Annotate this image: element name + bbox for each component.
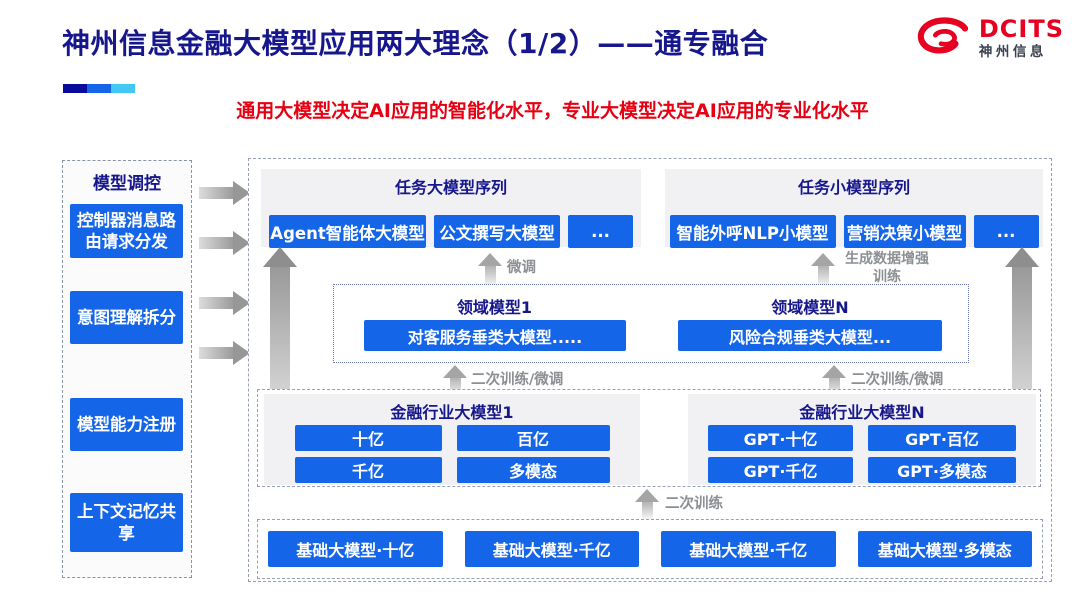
label-fine-tune: 微调 [507, 260, 536, 276]
accent-segment-dark [63, 84, 87, 93]
right-arrow-icon [199, 341, 251, 365]
model-box-agent: Agent智能体大模型 [269, 215, 426, 248]
up-arrow-icon [478, 253, 502, 286]
accent-segment-blue [87, 84, 111, 93]
model-box-marketing: 营销决策小模型 [843, 215, 966, 248]
model-box-ellipsis: ... [973, 215, 1039, 248]
label-retrain-finetune-left: 二次训练/微调 [471, 372, 564, 388]
slide-subtitle: 通用大模型决定AI应用的智能化水平，专业大模型决定AI应用的专业化水平 [236, 100, 869, 122]
logo-brand-cn: 神州信息 [978, 43, 1047, 60]
right-arrow-icon [199, 291, 251, 315]
model-box-100b: 千亿 [294, 457, 442, 483]
logo-text: DCITS 神州信息 [978, 15, 1064, 60]
industry-model-n-title: 金融行业大模型N [799, 403, 925, 422]
model-box-doc-writing: 公文撰写大模型 [434, 215, 560, 248]
dcits-logo: DCITS 神州信息 [914, 16, 1064, 60]
sidebar-item-intent-split: 意图理解拆分 [70, 291, 183, 344]
model-box-gpt-100b: GPT·千亿 [708, 457, 853, 483]
sidebar-item-controller-routing: 控制器消息路由请求分发 [70, 204, 183, 258]
task-small-title: 任务小模型序列 [797, 178, 910, 197]
domain-models-container: 领域模型1 对客服务垂类大模型..... 领域模型N 风险合规垂类大模型... [333, 284, 969, 363]
right-arrow-icon [199, 181, 251, 205]
dcits-swirl-icon [917, 17, 968, 54]
task-large-title: 任务大模型序列 [394, 178, 507, 197]
industry-model-1-panel: 金融行业大模型1 十亿 百亿 千亿 多模态 [264, 394, 640, 485]
accent-bar [63, 84, 135, 93]
sidebar-title: 模型调控 [93, 174, 161, 194]
up-arrow-icon [635, 489, 659, 519]
model-box-foundation-multimodal: 基础大模型·多模态 [857, 531, 1032, 567]
task-small-model-panel: 任务小模型序列 智能外呼NLP小模型 营销决策小模型 ... [665, 169, 1043, 248]
model-box-gpt-10b: GPT·百亿 [868, 425, 1016, 451]
model-box-foundation-100b-2: 基础大模型·千亿 [661, 531, 836, 567]
domain-model-1-title: 领域模型1 [456, 298, 533, 317]
label-retrain-bottom: 二次训练 [665, 496, 723, 512]
domain-model-n-title: 领域模型N [771, 298, 849, 317]
up-arrow-icon [443, 365, 467, 396]
accent-segment-cyan [111, 84, 135, 93]
model-box-foundation-1b: 基础大模型·十亿 [268, 531, 443, 567]
foundation-models-container: 基础大模型·十亿 基础大模型·千亿 基础大模型·千亿 基础大模型·多模态 [257, 519, 1043, 579]
sidebar-model-control: 模型调控 控制器消息路由请求分发 意图理解拆分 模型能力注册 上下文记忆共享 [62, 160, 192, 578]
sidebar-item-capability-register: 模型能力注册 [70, 398, 183, 451]
right-arrow-icon [199, 231, 251, 255]
sidebar-item-context-sharing: 上下文记忆共享 [70, 493, 183, 552]
industry-model-n-grid: GPT·十亿 GPT·百亿 GPT·千亿 GPT·多模态 [688, 425, 1036, 483]
model-architecture-diagram: 任务大模型序列 Agent智能体大模型 公文撰写大模型 ... 任务小模型序列 … [248, 158, 1052, 582]
label-data-augment-training: 生成数据增强训练 [845, 251, 929, 285]
model-box-outbound-nlp: 智能外呼NLP小模型 [669, 215, 836, 248]
task-small-row: 智能外呼NLP小模型 营销决策小模型 ... [665, 215, 1043, 248]
page-title: 神州信息金融大模型应用两大理念（1/2）——通专融合 [62, 27, 769, 60]
industry-models-container: 金融行业大模型1 十亿 百亿 千亿 多模态 金融行业大模型N GPT·十亿 GP… [257, 389, 1041, 487]
model-box-gpt-1b: GPT·十亿 [708, 425, 853, 451]
task-large-model-panel: 任务大模型序列 Agent智能体大模型 公文撰写大模型 ... [261, 169, 641, 248]
model-box-customer-service: 对客服务垂类大模型..... [364, 320, 626, 351]
model-box-ellipsis: ... [568, 215, 633, 248]
label-retrain-finetune-right: 二次训练/微调 [851, 372, 944, 388]
model-box-risk-compliance: 风险合规垂类大模型... [678, 320, 942, 351]
up-arrow-icon [822, 365, 846, 396]
industry-model-1-title: 金融行业大模型1 [390, 403, 514, 422]
up-arrow-icon [811, 253, 835, 286]
model-box-gpt-multimodal: GPT·多模态 [868, 457, 1016, 483]
model-box-1b: 十亿 [294, 425, 442, 451]
model-box-foundation-100b: 基础大模型·千亿 [464, 531, 639, 567]
domain-model-n-panel: 领域模型N 风险合规垂类大模型... [662, 292, 958, 358]
domain-model-1-panel: 领域模型1 对客服务垂类大模型..... [347, 292, 642, 358]
task-large-row: Agent智能体大模型 公文撰写大模型 ... [261, 215, 641, 248]
model-box-10b: 百亿 [456, 425, 610, 451]
industry-model-n-panel: 金融行业大模型N GPT·十亿 GPT·百亿 GPT·千亿 GPT·多模态 [688, 394, 1036, 485]
industry-model-1-grid: 十亿 百亿 千亿 多模态 [264, 425, 640, 483]
logo-brand: DCITS [978, 15, 1064, 44]
model-box-multimodal: 多模态 [456, 457, 610, 483]
